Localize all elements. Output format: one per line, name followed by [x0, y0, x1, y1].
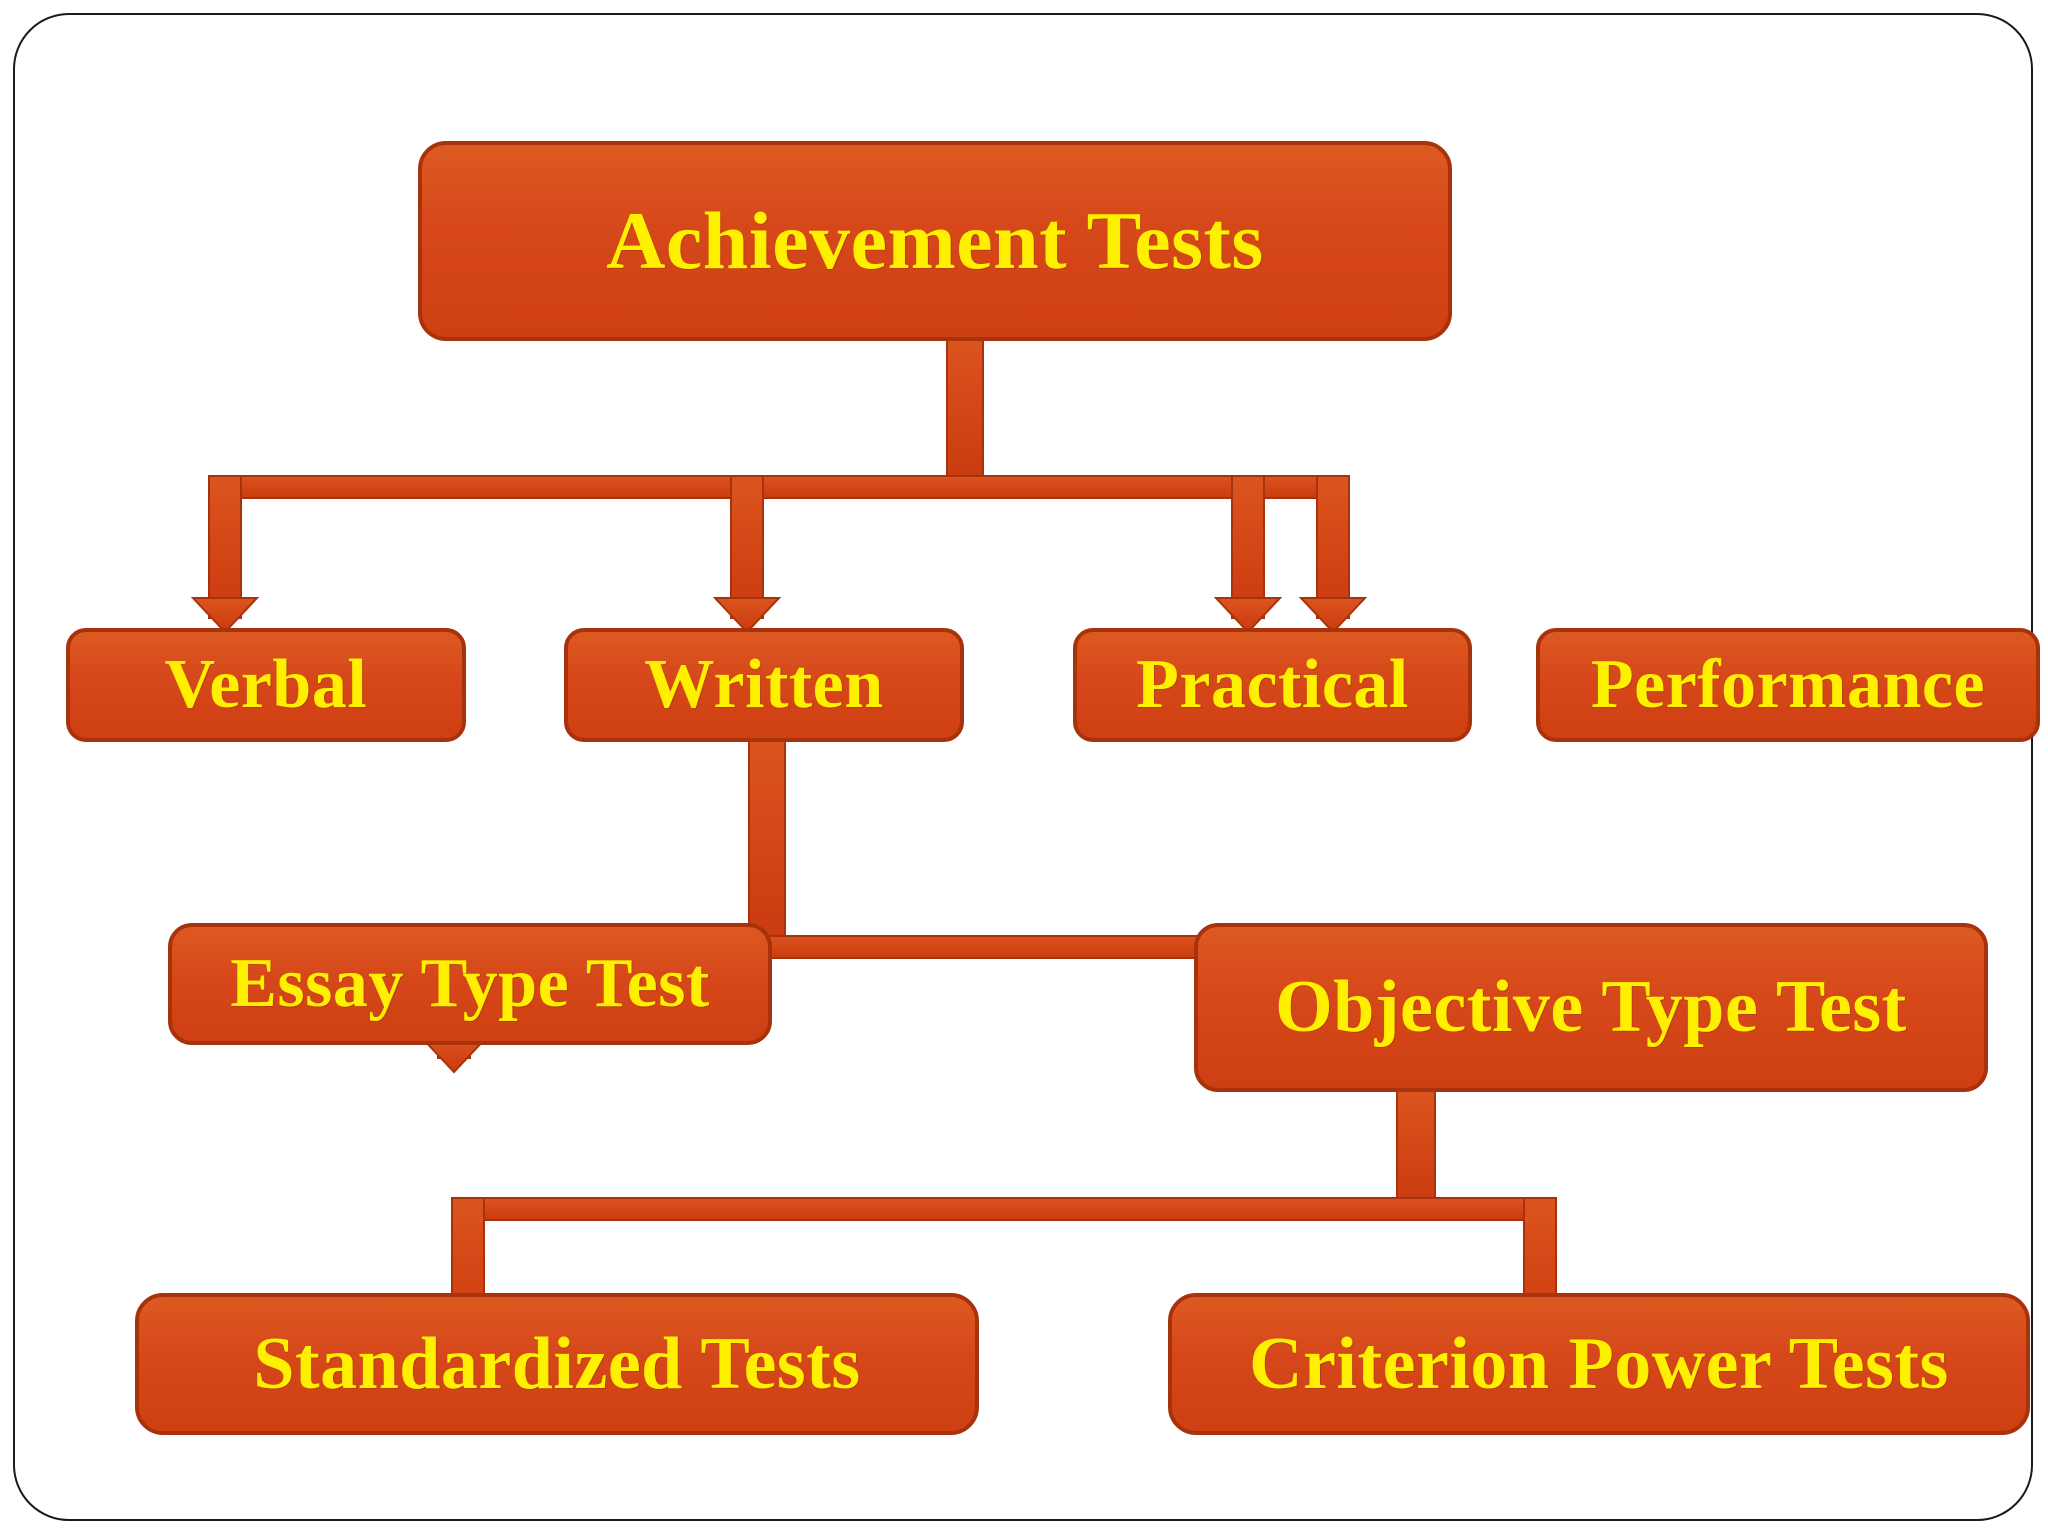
node-box-achievement-tests[interactable] [418, 141, 1452, 341]
node-box-essay-type-test[interactable] [168, 923, 772, 1045]
node-box-verbal[interactable] [66, 628, 466, 742]
connector-stem-written [748, 739, 786, 941]
node-box-practical[interactable] [1073, 628, 1472, 742]
node-box-written[interactable] [564, 628, 964, 742]
connector-arrow-written [712, 475, 782, 634]
connector-bar-objective [451, 1197, 1557, 1221]
connector-arrow-verbal [190, 475, 260, 634]
node-box-standardized-tests[interactable] [135, 1293, 979, 1435]
node-box-criterion-power-tests[interactable] [1168, 1293, 2030, 1435]
connector-arrow-practical [1213, 475, 1283, 634]
connector-bar-root [208, 475, 1350, 499]
node-box-performance[interactable] [1536, 628, 2040, 742]
connector-stem-root [946, 337, 984, 481]
node-box-objective-type-test[interactable] [1194, 923, 1988, 1092]
connector-arrow-performance [1298, 475, 1368, 634]
connector-stem-objective [1396, 1089, 1436, 1207]
connector-group-root [190, 337, 1368, 634]
